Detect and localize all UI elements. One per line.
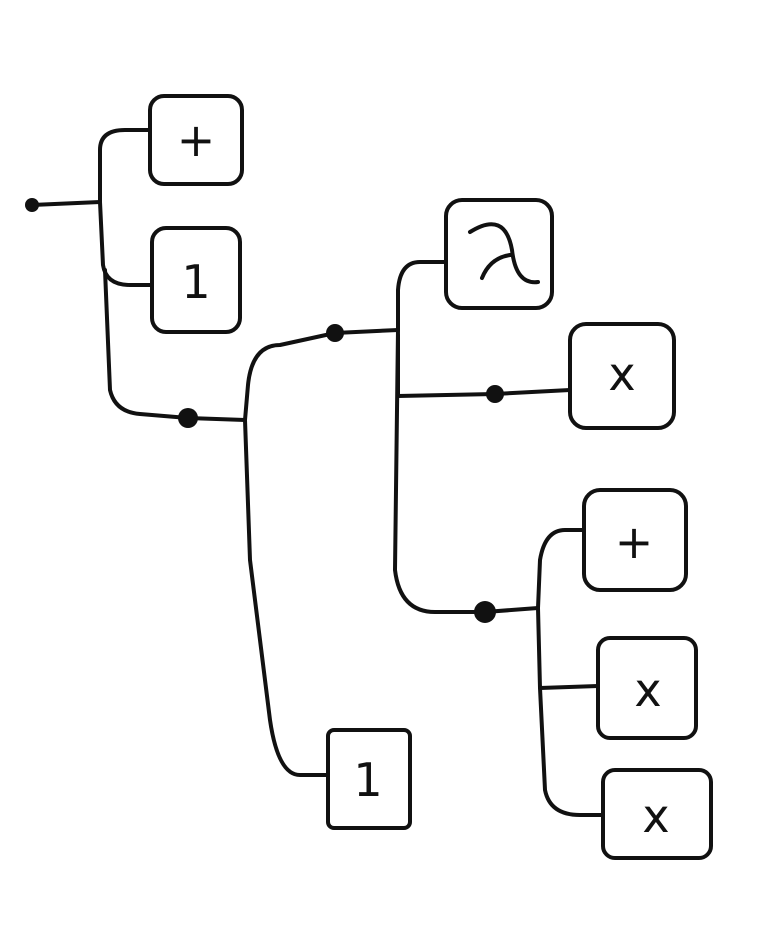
node-one-top-label: 1 (181, 255, 210, 309)
wire-junction-b-to-lambda (396, 260, 448, 332)
node-x-lower-1: x (596, 636, 698, 740)
node-one-bottom-label: 1 (353, 753, 382, 807)
node-plus-lower: + (582, 488, 688, 592)
node-plus-top-label: + (177, 113, 216, 167)
node-x-lower-2-label: x (642, 789, 669, 843)
node-x-lower-2: x (601, 768, 713, 860)
junction-b (326, 324, 344, 342)
root-terminal (25, 198, 39, 212)
node-plus-top: + (148, 94, 244, 186)
wire-root-stem (30, 200, 102, 207)
junction-d (474, 601, 496, 623)
junction-a (178, 408, 198, 428)
wire-root-to-plus-top (98, 128, 152, 204)
wire-junction-b-to-junction-c (396, 333, 497, 398)
wire-root-to-one-top (98, 200, 154, 287)
junctions (25, 198, 504, 623)
node-x-lower-1-label: x (634, 663, 661, 717)
node-one-bottom: 1 (326, 728, 412, 830)
wire-junction-b-to-junction-d (393, 328, 487, 614)
wire-junction-a-to-one-bottom (243, 418, 332, 777)
node-lambda (444, 198, 554, 310)
wire-junction-a-to-junction-b (243, 331, 337, 422)
node-x-mid: x (568, 322, 676, 430)
node-one-top: 1 (150, 226, 242, 334)
wire-junction-d-to-x-lower-1 (536, 606, 600, 690)
wire-junction-c-to-x-mid (493, 388, 572, 396)
wire-root-to-junction-a (103, 268, 190, 420)
wire-junction-b-out (333, 328, 400, 335)
wire-junction-d-to-x-lower-2 (538, 686, 605, 817)
junction-c (486, 385, 504, 403)
wires (30, 128, 605, 817)
lambda-icon (468, 222, 540, 285)
node-x-mid-label: x (608, 347, 635, 401)
node-plus-lower-label: + (615, 515, 654, 569)
wire-junction-d-to-plus-lower (536, 528, 586, 610)
